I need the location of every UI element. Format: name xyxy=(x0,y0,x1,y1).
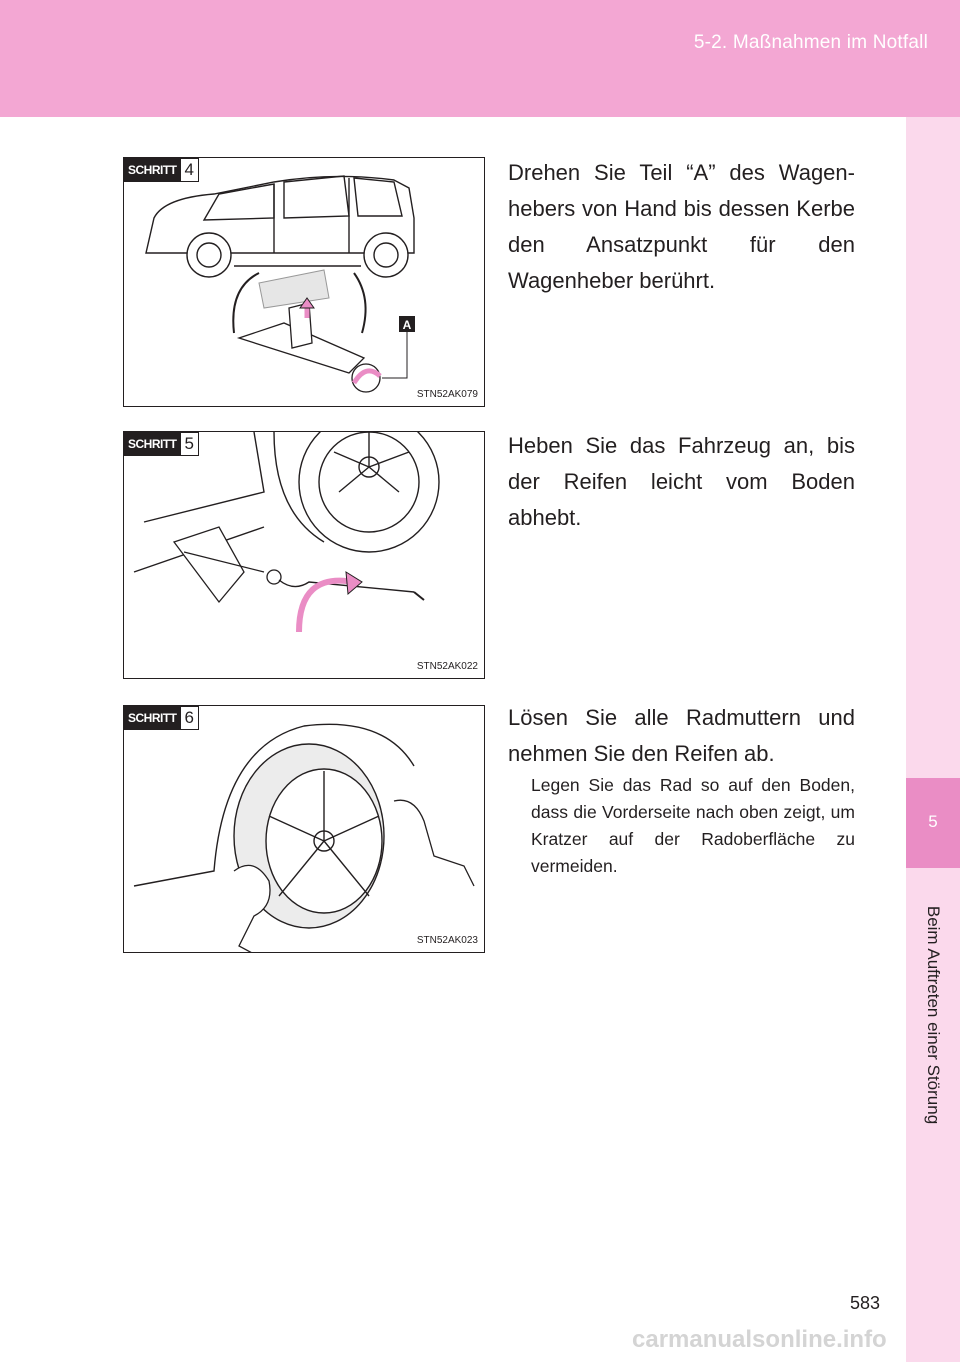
section-title: 5-2. Maßnahmen im Notfall xyxy=(693,32,928,53)
watermark: carmanualsonline.info xyxy=(632,1326,887,1353)
chapter-tab-active[interactable] xyxy=(906,778,960,868)
image-code: STN52AK079 xyxy=(416,389,478,400)
header-bar xyxy=(0,0,960,117)
step-6-note: Legen Sie das Rad so auf den Boden, dass… xyxy=(531,775,855,876)
image-code: STN52AK022 xyxy=(416,661,478,672)
step-4-text: Drehen Sie Teil “A” des Wagen­hebers von… xyxy=(508,160,855,293)
car-jack-illustration: A xyxy=(145,175,415,393)
remove-tire-illustration xyxy=(133,723,475,952)
step-5-text: Heben Sie das Fahrzeug an, bis der Reife… xyxy=(508,433,855,530)
page-number: 583 xyxy=(850,1293,881,1313)
chapter-tab xyxy=(906,117,960,1362)
callout-label-a: A xyxy=(403,318,412,332)
image-code: STN52AK023 xyxy=(416,935,478,946)
chapter-number: 5 xyxy=(928,812,938,831)
step-6-text: Lösen Sie alle Radmuttern und nehmen Sie… xyxy=(508,705,855,766)
lift-vehicle-illustration xyxy=(133,432,440,633)
